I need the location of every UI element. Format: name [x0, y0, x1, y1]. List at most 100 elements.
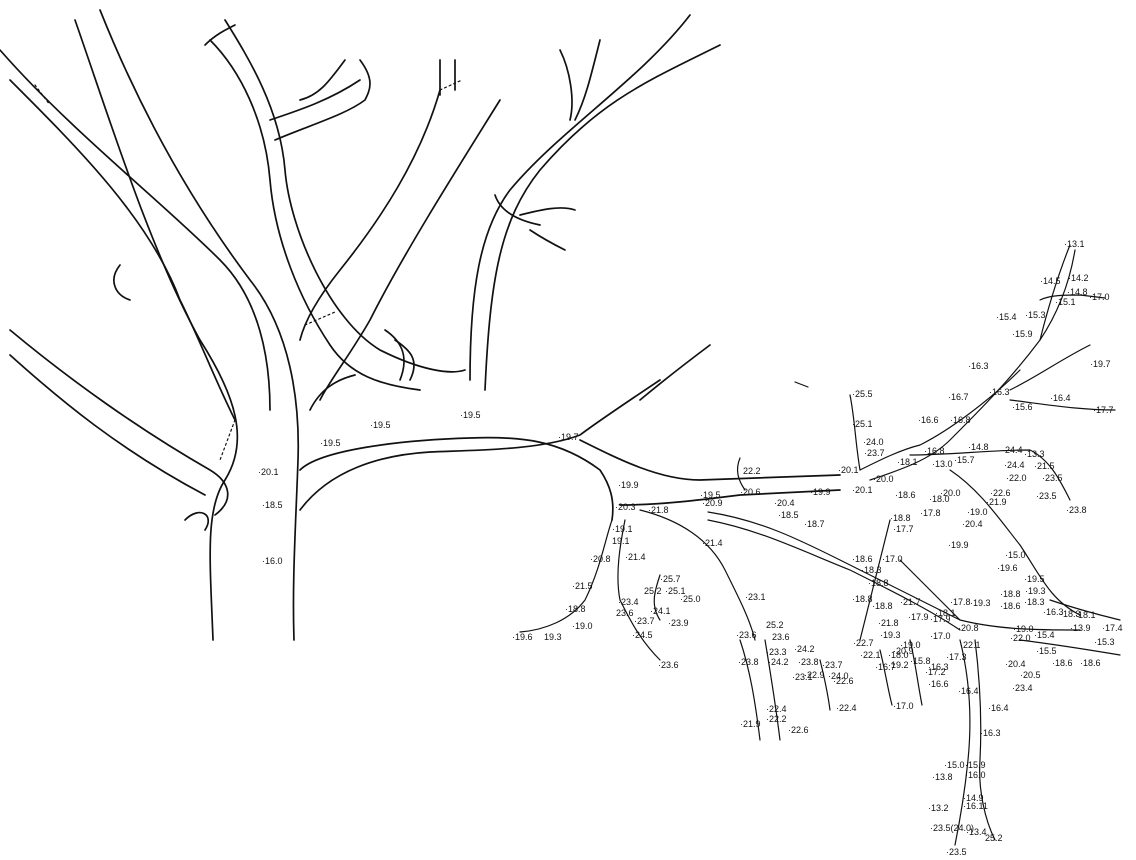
measurement-label: ·16.4	[958, 686, 979, 696]
measurement-label: ·15.0	[1005, 550, 1026, 560]
measurement-label: ·23.5	[946, 847, 967, 857]
measurement-label: ·23.6	[736, 630, 757, 640]
measurement-label: ·23.7	[822, 660, 843, 670]
measurement-label: ·15.3	[1025, 310, 1046, 320]
measurement-label: ·24.1	[650, 606, 671, 616]
measurement-label: ·20.3	[615, 502, 636, 512]
measurement-label: ·17.8	[950, 597, 971, 607]
measurement-label: ·15.9	[1012, 329, 1033, 339]
measurement-label: ·16.0	[262, 556, 283, 566]
measurement-label: ·23.3	[766, 647, 787, 657]
measurement-label: ·20.0	[873, 474, 894, 484]
measurement-label: ·13.4	[966, 827, 987, 837]
measurement-label: ·14.8	[1067, 287, 1088, 297]
measurement-label: ·16.8	[924, 446, 945, 456]
measurement-label: ·18.6	[1000, 601, 1021, 611]
measurement-label: 23.6	[772, 632, 790, 642]
measurement-label: ·24.4	[1004, 460, 1025, 470]
measurement-label: ·23.8	[738, 657, 759, 667]
measurement-label: ·18.6	[852, 554, 873, 564]
measurement-label: ·16.4	[1050, 393, 1071, 403]
measurement-label: ·24.4	[1002, 445, 1023, 455]
measurement-label: ·14.9	[963, 793, 984, 803]
measurement-label: ·22.1	[960, 640, 981, 650]
measurement-label: ·24.5	[632, 630, 653, 640]
measurement-label: ·17.0	[930, 631, 951, 641]
measurement-label: ·18.8	[868, 578, 889, 588]
measurement-label: ·20.4	[1005, 659, 1026, 669]
measurement-label: ·18.5	[778, 510, 799, 520]
measurement-label: ·13.2	[928, 803, 949, 813]
measurement-label: ·13.0	[932, 459, 953, 469]
measurement-label: ·23.1	[745, 592, 766, 602]
measurement-label: ·19.3	[1025, 586, 1046, 596]
measurement-label: ·17.9	[908, 612, 929, 622]
measurement-label: ·16.11	[963, 801, 988, 811]
measurement-label: ·25.1	[852, 419, 873, 429]
measurement-label: ·23.5	[1042, 473, 1063, 483]
measurement-label: ·19.5	[370, 420, 391, 430]
measurement-label: ·20.5	[1020, 670, 1041, 680]
measurement-label: ·17.8	[920, 508, 941, 518]
small-mark	[794, 381, 809, 388]
measurement-label: ·23.8	[1066, 505, 1087, 515]
measurement-label: ·22.4	[836, 703, 857, 713]
measurement-label: ·17.9	[930, 614, 951, 624]
measurement-label: ·23.7	[634, 616, 655, 626]
measurement-label: ·17.0	[893, 701, 914, 711]
measurement-label: ·17.7	[1093, 405, 1114, 415]
measurement-label: ·19.7	[1090, 359, 1111, 369]
measurement-label: ·16.6	[918, 415, 939, 425]
measurement-label: ·17.0	[882, 554, 903, 564]
measurement-label: ·18.0	[929, 494, 950, 504]
measurement-label: ·24.0	[863, 437, 884, 447]
measurement-label: ·16.3	[989, 387, 1010, 397]
measurement-label: ·20.8	[590, 554, 611, 564]
measurement-label: ·16.3	[980, 728, 1001, 738]
measurement-label: ·20.9	[893, 646, 914, 656]
measurement-label: ·23.1	[792, 672, 813, 682]
measurement-label: ·20.8	[958, 623, 979, 633]
measurement-label: ·15.1	[1055, 297, 1076, 307]
measurement-label: ·16.3	[968, 361, 989, 371]
measurement-label: ·18.3	[861, 565, 882, 575]
measurement-label: ·20.0	[940, 488, 961, 498]
measurement-label: ·18.8	[565, 604, 586, 614]
measurement-label: ·14.2	[1068, 273, 1089, 283]
measurement-label: ·18.1	[897, 457, 918, 467]
upper-branches	[113, 14, 721, 411]
measurement-label: ·22.2	[766, 714, 787, 724]
measurement-label: ·24.2	[794, 644, 815, 654]
measurement-label: ·23.4	[618, 597, 639, 607]
measurement-label: ·25.7	[660, 574, 681, 584]
measurement-label: ·20.1	[258, 467, 279, 477]
measurement-label: ·24.0	[828, 671, 849, 681]
measurement-label: ·21.7	[900, 597, 921, 607]
measurement-label: ·25.5	[852, 389, 873, 399]
measurement-label: ·14.5	[1040, 276, 1061, 286]
dashed-marks	[34, 79, 463, 461]
measurement-label: ·19.6	[512, 632, 533, 642]
measurement-label: ·16.3	[928, 662, 949, 672]
measurement-label: ·18.6	[895, 490, 916, 500]
measurement-label: ·15.7	[954, 455, 975, 465]
measurement-label: ·15.6	[1012, 402, 1033, 412]
measurement-label: ·17.0	[1089, 292, 1110, 302]
measurement-label: ·18.1	[1075, 610, 1096, 620]
trunk-outline	[0, 9, 300, 641]
measurement-label: ·19.5	[460, 410, 481, 420]
measurement-label: ·17.4	[1102, 623, 1123, 633]
measurement-label: ·18.0	[888, 650, 909, 660]
measurement-label: ·16.6	[928, 679, 949, 689]
measurement-label: ·22.4	[766, 704, 787, 714]
measurement-label: ·15.4	[1034, 630, 1055, 640]
measurement-label: ·16.4	[988, 703, 1009, 713]
measurement-label: ·19.9	[618, 480, 639, 490]
measurement-label: ·19.3	[970, 598, 991, 608]
measurement-label: ·18.8	[872, 601, 893, 611]
measurement-label: ·20.9	[702, 498, 723, 508]
measurement-label: ·19.5	[1024, 574, 1045, 584]
measurement-label: ·25.0	[680, 594, 701, 604]
measurement-label: ·15.0	[944, 760, 965, 770]
measurement-label: ·20.1	[838, 465, 859, 475]
